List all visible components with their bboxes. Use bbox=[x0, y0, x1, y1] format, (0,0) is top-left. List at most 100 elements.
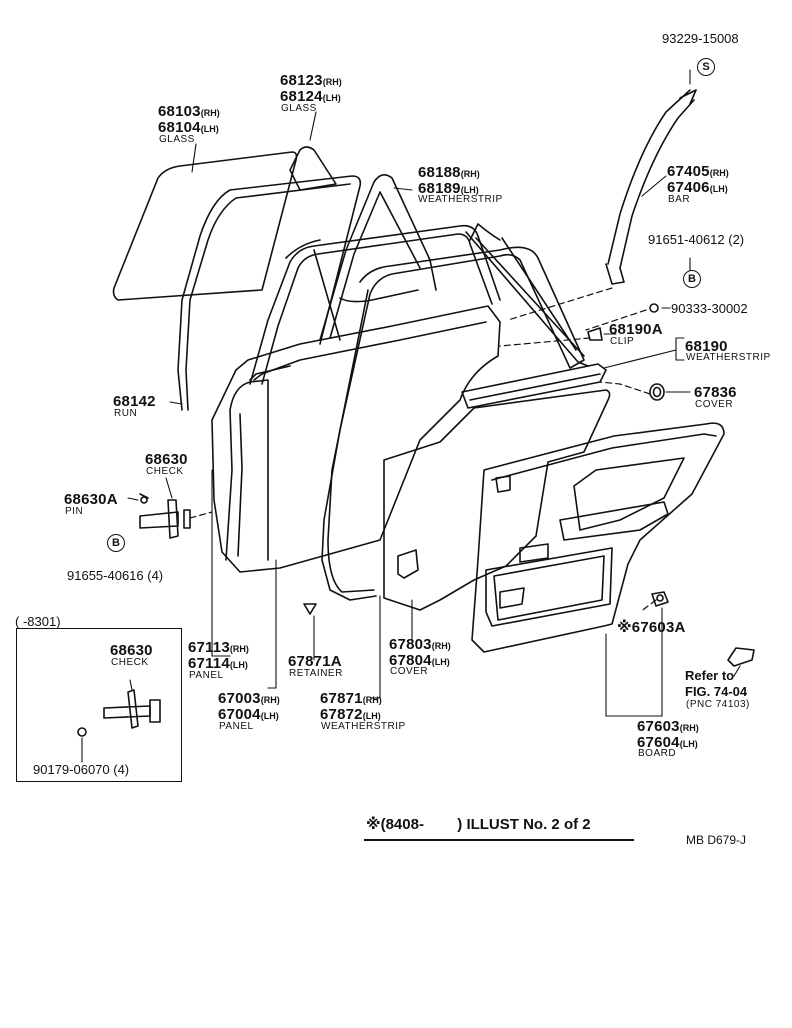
callout-68123: 68123(RH) bbox=[280, 73, 342, 89]
suffix-lh: (LH) bbox=[229, 660, 248, 670]
pn-67872: 67872 bbox=[320, 706, 363, 723]
pn-67114: 67114 bbox=[188, 655, 230, 672]
suffix-lh: (LH) bbox=[460, 185, 479, 195]
callout-67803: 67803(RH) bbox=[389, 637, 451, 653]
door-weatherstrip bbox=[321, 246, 585, 601]
suffix-rh: (RH) bbox=[362, 695, 382, 705]
suffix-rh: (RH) bbox=[460, 169, 480, 179]
callout-67405: 67405(RH) bbox=[667, 164, 729, 180]
name-glass-upper: GLASS bbox=[281, 103, 317, 114]
glass-run bbox=[177, 175, 362, 411]
callout-68188: 68188(RH) bbox=[418, 165, 480, 181]
quarter-glass bbox=[289, 146, 337, 191]
name-run: RUN bbox=[114, 408, 138, 419]
clip-68190a bbox=[587, 327, 603, 341]
inset-label-68630: 68630 bbox=[110, 642, 153, 659]
name-pin: PIN bbox=[65, 506, 84, 517]
door-shell bbox=[211, 305, 501, 573]
pn-68124: 68124 bbox=[280, 88, 323, 105]
label-67836: 67836 bbox=[694, 384, 737, 401]
name-weatherstrip-right: WEATHERSTRIP bbox=[686, 352, 771, 363]
callout-67872: 67872(LH) bbox=[320, 707, 381, 723]
callout-67003: 67003(RH) bbox=[218, 691, 280, 707]
suffix-rh: (RH) bbox=[229, 644, 249, 654]
label-68190a: 68190A bbox=[609, 321, 663, 338]
callout-68124: 68124(LH) bbox=[280, 89, 341, 105]
trim-board bbox=[471, 422, 725, 653]
marker-b-check: B bbox=[107, 534, 125, 552]
pn-68104: 68104 bbox=[158, 119, 201, 136]
label-68630: 68630 bbox=[145, 451, 188, 468]
belt-strip bbox=[461, 363, 607, 409]
callout-68103: 68103(RH) bbox=[158, 104, 220, 120]
suffix-rh: (RH) bbox=[431, 641, 451, 651]
pn-68103: 68103 bbox=[158, 103, 201, 120]
suffix-rh: (RH) bbox=[322, 77, 342, 87]
callout-67871: 67871(RH) bbox=[320, 691, 382, 707]
name-clip: CLIP bbox=[610, 336, 635, 347]
suffix-lh: (LH) bbox=[322, 93, 341, 103]
name-check: CHECK bbox=[146, 466, 184, 477]
suffix-lh: (LH) bbox=[200, 124, 219, 134]
name-glass-lower: GLASS bbox=[159, 134, 195, 145]
pn-67804: 67804 bbox=[389, 652, 432, 669]
callout-67004: 67004(LH) bbox=[218, 707, 279, 723]
marker-b-bar: B bbox=[683, 270, 701, 288]
pn-68123: 68123 bbox=[280, 72, 323, 89]
label-90333-30002: 90333-30002 bbox=[671, 301, 748, 316]
inset-name-check: CHECK bbox=[111, 657, 149, 668]
name-bar: BAR bbox=[668, 194, 691, 205]
pn-68188: 68188 bbox=[418, 164, 461, 181]
name-retainer: RETAINER bbox=[289, 668, 343, 679]
door-glass bbox=[112, 151, 298, 301]
footer-code: MB D679-J bbox=[686, 833, 747, 847]
suffix-rh: (RH) bbox=[709, 168, 729, 178]
suffix-lh: (LH) bbox=[709, 184, 728, 194]
pn-67803: 67803 bbox=[389, 636, 432, 653]
label-93229-15008: 93229-15008 bbox=[662, 31, 739, 46]
pn-67603: 67603 bbox=[637, 718, 680, 735]
name-board: BOARD bbox=[638, 748, 677, 759]
door-sash bbox=[249, 224, 501, 385]
refer-fig: FIG. 74-04 bbox=[685, 684, 748, 699]
name-cover-right: COVER bbox=[695, 399, 734, 410]
pn-67003: 67003 bbox=[218, 690, 261, 707]
label-68190: 68190 bbox=[685, 338, 728, 355]
inset-range: ( -8301) bbox=[15, 614, 63, 629]
name-weatherstrip-bottom: WEATHERSTRIP bbox=[321, 721, 406, 732]
inner-cover bbox=[383, 389, 611, 611]
weatherstrip-upper bbox=[319, 174, 437, 341]
suffix-rh: (RH) bbox=[679, 723, 699, 733]
hole-cover-67836 bbox=[649, 383, 665, 401]
callout-68189: 68189(LH) bbox=[418, 181, 479, 197]
door-check bbox=[139, 511, 179, 529]
label-91651-40612: 91651-40612 (2) bbox=[648, 232, 745, 247]
pn-67004: 67004 bbox=[218, 706, 261, 723]
pn-68189: 68189 bbox=[418, 180, 461, 197]
label-68630a: 68630A bbox=[64, 491, 118, 508]
suffix-lh: (LH) bbox=[362, 711, 381, 721]
callout-67114: 67114(LH) bbox=[188, 656, 248, 672]
door-handle bbox=[727, 647, 755, 667]
suffix-lh: (LH) bbox=[260, 711, 279, 721]
label-91655-40616: 91655-40616 (4) bbox=[67, 568, 164, 583]
inset-label-90179-06070: 90179-06070 (4) bbox=[33, 762, 130, 777]
footer-underline bbox=[364, 839, 634, 841]
inset-box bbox=[16, 628, 182, 782]
footer-illust: ※(8408- ) ILLUST No. 2 of 2 bbox=[366, 816, 591, 833]
callout-67113: 67113(RH) bbox=[188, 640, 249, 656]
suffix-rh: (RH) bbox=[200, 108, 220, 118]
name-weatherstrip-top: WEATHERSTRIP bbox=[418, 194, 503, 205]
pn-67871: 67871 bbox=[320, 690, 363, 707]
clip-67603a bbox=[651, 591, 669, 607]
callout-67406: 67406(LH) bbox=[667, 180, 728, 196]
refer-pnc: (PNC 74103) bbox=[686, 699, 750, 710]
marker-s: S bbox=[697, 58, 715, 76]
pn-67113: 67113 bbox=[188, 639, 230, 656]
pn-67604: 67604 bbox=[637, 734, 680, 751]
suffix-lh: (LH) bbox=[431, 657, 450, 667]
refer-to: Refer to bbox=[685, 668, 735, 683]
name-panel-a: PANEL bbox=[189, 670, 224, 681]
name-cover-bottom: COVER bbox=[390, 666, 429, 677]
